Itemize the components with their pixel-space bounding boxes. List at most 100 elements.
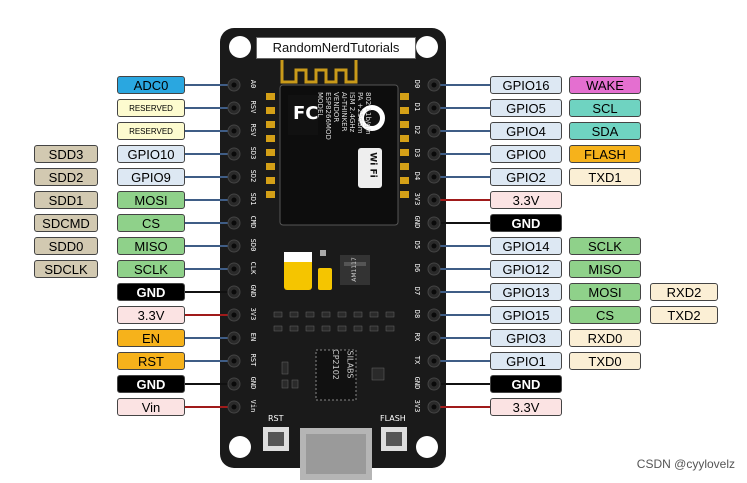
fc-mark: FC [293, 103, 319, 124]
left-header-hole [231, 289, 237, 295]
chip-line-2: CP2102 [330, 349, 340, 380]
left-pin-name: EN [249, 332, 257, 342]
right-sclk-label: SCLK [569, 237, 641, 255]
left-header-hole [231, 82, 237, 88]
left-sdd2-label: SDD2 [34, 168, 98, 186]
left-miso-label: MISO [117, 237, 185, 255]
right-pin-name: RX [413, 332, 421, 342]
right-pin-name: D4 [413, 171, 421, 181]
brand-label: RandomNerdTutorials [256, 37, 416, 59]
right-rxd0-label: RXD0 [569, 329, 641, 347]
right-header-hole [431, 381, 437, 387]
right-3-3v-label: 3.3V [490, 398, 562, 416]
left-cs-label: CS [117, 214, 185, 232]
left-sdclk-label: SDCLK [34, 260, 98, 278]
rst-button-label: RST [268, 414, 284, 423]
right-pin-name: D7 [413, 286, 421, 296]
right-header-hole [431, 174, 437, 180]
left-pin-name: SD3 [249, 146, 257, 160]
left-pin-name: RST [249, 353, 257, 367]
mounting-hole [416, 36, 438, 58]
right-header-hole [431, 335, 437, 341]
left-header-hole [231, 151, 237, 157]
right-pin-name: 3V3 [413, 399, 421, 413]
left-vin-label: Vin [117, 398, 185, 416]
left-sdd1-label: SDD1 [34, 191, 98, 209]
right-gpio1-label: GPIO1 [490, 352, 562, 370]
smd-components [273, 311, 395, 389]
left-pin-name: 3V3 [249, 307, 257, 321]
left-header-hole [231, 197, 237, 203]
chip-line-1: SILABS [345, 350, 355, 379]
left-header-hole [231, 381, 237, 387]
right-header-hole [431, 358, 437, 364]
fc-badge [288, 95, 318, 135]
right-pin-name: D1 [413, 102, 421, 112]
right-pin-name: GND [413, 376, 421, 390]
module-text-line: AI-THINKER [340, 92, 348, 132]
right-header-hole [431, 128, 437, 134]
right-header-hole [431, 289, 437, 295]
left-en-label: EN [117, 329, 185, 347]
right-gnd-label: GND [490, 375, 562, 393]
right-miso-label: MISO [569, 260, 641, 278]
right-txd1-label: TXD1 [569, 168, 641, 186]
right-pin-name: D3 [413, 148, 421, 158]
left-header-hole [231, 335, 237, 341]
left-header-hole [231, 243, 237, 249]
right-header-hole [431, 243, 437, 249]
module-text-line: PA +25dBm [356, 92, 364, 134]
right-pin-name: 3V3 [413, 192, 421, 206]
right-gpio5-label: GPIO5 [490, 99, 562, 117]
left-reserved-label: RESERVED [117, 122, 185, 140]
left-pin-name: SD1 [249, 192, 257, 206]
right-header-hole [431, 312, 437, 318]
watermark: CSDN @cyylovelz [636, 457, 735, 471]
module-text-line: VENDOR [332, 92, 340, 123]
left-header-hole [231, 358, 237, 364]
right-gnd-label: GND [490, 214, 562, 232]
left-sclk-label: SCLK [117, 260, 185, 278]
right-scl-label: SCL [569, 99, 641, 117]
regulator-label: AM1117 [350, 257, 358, 282]
left-gpio9-label: GPIO9 [117, 168, 185, 186]
right-header-hole [431, 105, 437, 111]
left-adc0-label: ADC0 [117, 76, 185, 94]
right-gpio0-label: GPIO0 [490, 145, 562, 163]
left-sdd0-label: SDD0 [34, 237, 98, 255]
wifi-badge [358, 148, 382, 188]
right-header-hole [431, 197, 437, 203]
left-pin-name: SD0 [249, 238, 257, 252]
right-gpio13-label: GPIO13 [490, 283, 562, 301]
left-mosi-label: MOSI [117, 191, 185, 209]
left-gnd-label: GND [117, 375, 185, 393]
right-gpio14-label: GPIO14 [490, 237, 562, 255]
module-text-line: ESP8266MOD [324, 92, 332, 140]
wifi-mark: Wi Fi [367, 152, 378, 178]
left-gnd-label: GND [117, 283, 185, 301]
left-pin-name: Vin [249, 399, 257, 413]
left-header-hole [231, 404, 237, 410]
mounting-hole [416, 436, 438, 458]
pin-headers [227, 78, 441, 414]
module-text-line: ISM 2.4GHz [348, 92, 356, 133]
right-pin-name: D5 [413, 240, 421, 250]
left-rst-label: RST [117, 352, 185, 370]
right-gpio16-label: GPIO16 [490, 76, 562, 94]
module-text-line: MODEL [316, 92, 324, 118]
right-gpio15-label: GPIO15 [490, 306, 562, 324]
right-gpio3-label: GPIO3 [490, 329, 562, 347]
right-gpio12-label: GPIO12 [490, 260, 562, 278]
left-gpio10-label: GPIO10 [117, 145, 185, 163]
usb-uart-chip [315, 349, 357, 401]
right-header-hole [431, 404, 437, 410]
left-3-3v-label: 3.3V [117, 306, 185, 324]
right-header-hole [431, 266, 437, 272]
left-header-hole [231, 266, 237, 272]
right-3-3v-label: 3.3V [490, 191, 562, 209]
module-text-line: 802.11b/g/n [364, 92, 372, 135]
left-sdd3-label: SDD3 [34, 145, 98, 163]
right-txd0-label: TXD0 [569, 352, 641, 370]
left-pin-name: A0 [249, 79, 257, 89]
